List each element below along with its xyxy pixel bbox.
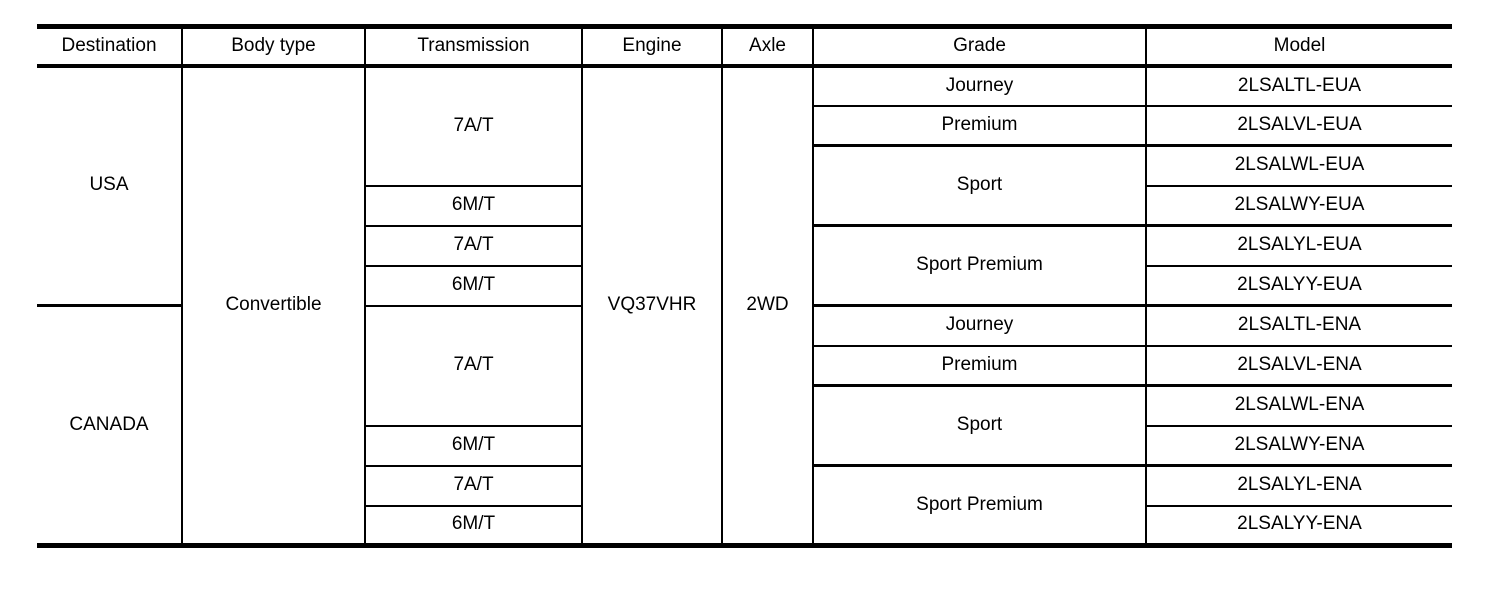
- header-row: Destination Body type Transmission Engin…: [37, 26, 1452, 68]
- model-cell: 2LSALVL-ENA: [1145, 345, 1452, 387]
- transmission-cell: 7A/T: [364, 225, 582, 267]
- axle-cell: 2WD: [721, 65, 813, 546]
- grade-cell: Premium: [812, 345, 1146, 387]
- transmission-cell: 6M/T: [364, 185, 582, 227]
- grade-cell: Journey: [812, 305, 1146, 347]
- table-row: Premium 2LSALVL-EUA: [37, 105, 1452, 147]
- col-header-grade: Grade: [812, 26, 1146, 68]
- transmission-cell: 6M/T: [364, 505, 582, 546]
- table-row: 7A/T Sport Premium 2LSALYL-EUA: [37, 225, 1452, 307]
- table-row: Sport 2LSALWL-ENA: [37, 385, 1452, 467]
- col-header-destination: Destination: [37, 26, 182, 68]
- table-row: 6M/T 2LSALWY-EUA: [37, 185, 1452, 227]
- col-header-axle: Axle: [721, 26, 813, 68]
- model-cell: 2LSALYY-EUA: [1145, 265, 1452, 307]
- engine-cell: VQ37VHR: [581, 65, 722, 546]
- table-row: 6M/T 2LSALYY-ENA: [37, 505, 1452, 546]
- body-type-cell: Convertible: [181, 65, 365, 546]
- model-cell: 2LSALVL-EUA: [1145, 105, 1452, 147]
- col-header-transmission: Transmission: [364, 26, 582, 68]
- transmission-cell: 7A/T: [364, 305, 582, 427]
- model-cell: 2LSALWY-EUA: [1145, 185, 1452, 227]
- destination-cell: USA: [37, 65, 182, 307]
- model-cell: 2LSALYY-ENA: [1145, 505, 1452, 546]
- col-header-engine: Engine: [581, 26, 722, 68]
- transmission-cell: 7A/T: [364, 465, 582, 507]
- model-cell: 2LSALTL-ENA: [1145, 305, 1452, 347]
- table-row: 7A/T Sport Premium 2LSALYL-ENA: [37, 465, 1452, 546]
- col-header-model: Model: [1145, 26, 1452, 68]
- model-cell: 2LSALYL-ENA: [1145, 465, 1452, 507]
- transmission-cell: 6M/T: [364, 265, 582, 307]
- table-row: 6M/T 2LSALYY-EUA: [37, 265, 1452, 307]
- transmission-cell: 6M/T: [364, 425, 582, 467]
- table-row: Sport 2LSALWL-EUA: [37, 145, 1452, 227]
- model-cell: 2LSALWY-ENA: [1145, 425, 1452, 467]
- table-row: USA Convertible 7A/T VQ37VHR 2WD Journey…: [37, 65, 1452, 546]
- grade-cell: Sport: [812, 385, 1146, 467]
- table-row: 6M/T 2LSALWY-ENA: [37, 425, 1452, 467]
- model-cell: 2LSALTL-EUA: [1145, 65, 1452, 107]
- table-row: CANADA 7A/T Journey 2LSALTL-ENA: [37, 305, 1452, 434]
- grade-cell: Sport: [812, 145, 1146, 227]
- destination-cell: CANADA: [69, 413, 149, 435]
- col-header-body-type: Body type: [181, 26, 365, 68]
- table-row: Premium 2LSALVL-ENA: [37, 345, 1452, 387]
- model-cell: 2LSALWL-EUA: [1145, 145, 1452, 187]
- transmission-cell: 7A/T: [364, 65, 582, 187]
- grade-cell: Sport Premium: [812, 465, 1146, 546]
- grade-cell: Sport Premium: [812, 225, 1146, 307]
- model-cell: 2LSALWL-ENA: [1145, 385, 1452, 427]
- grade-cell: Premium: [812, 105, 1146, 147]
- model-cell: 2LSALYL-EUA: [1145, 225, 1452, 267]
- spec-table: Destination Body type Transmission Engin…: [37, 24, 1452, 548]
- grade-cell: Journey: [812, 65, 1146, 107]
